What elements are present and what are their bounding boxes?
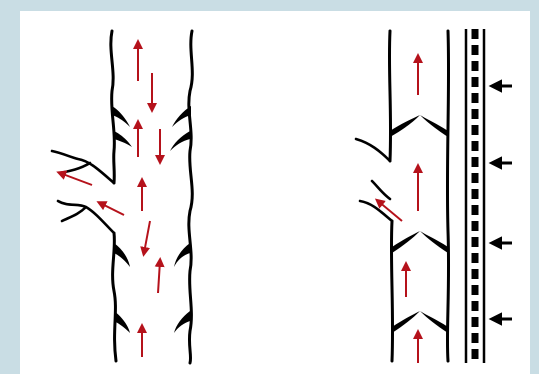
left-vein-branch-upper [52,151,114,183]
right-vein-left-wall [389,31,392,361]
diagram-canvas [20,11,530,374]
valve-cusp [174,311,190,333]
left-vein-left-wall [111,31,116,361]
valve-cusp [392,311,420,333]
valve-cusp [170,131,190,151]
valve-cusp [420,115,448,137]
valve-cusp [114,131,132,147]
valve-cusp [174,243,190,267]
valve-cusp [390,115,420,137]
valve-cusp [420,311,448,333]
valve-cusp [392,231,420,253]
flow-arrow-branch-out [60,173,92,185]
flow-arrow-branch-in [100,203,124,215]
flow-arrow-down [144,221,150,253]
left-vein-diagram [52,31,192,363]
valve-cusp [114,311,130,333]
right-vein-right-wall [447,31,448,361]
figure-panel [20,11,530,374]
flow-arrow-up [158,261,160,293]
right-vein-diagram [356,29,512,363]
valve-cusp [114,243,130,267]
valve-cusp [420,231,448,253]
